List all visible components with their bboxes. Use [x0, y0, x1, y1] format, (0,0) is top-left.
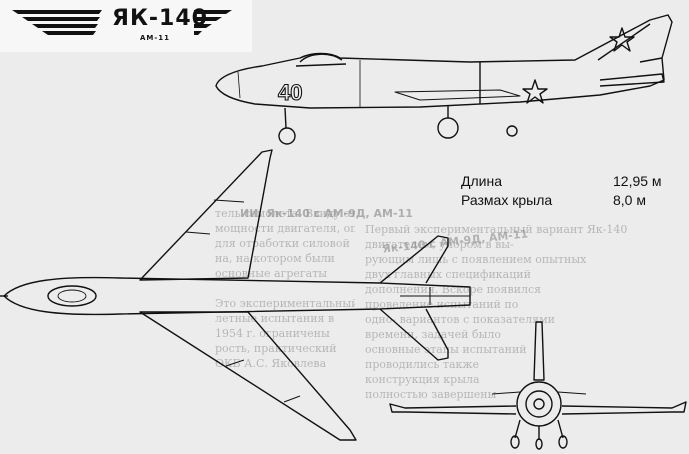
ghost-line: рующим лишь с появлением опытных [365, 253, 587, 266]
ghost-line: дополнения. Вскоре появился [365, 283, 542, 296]
ghost-text-right: Первый экспериментальный вариант Як-140 … [365, 222, 685, 402]
ghost-line: тель самолета. Ввиду отсутствия [215, 207, 355, 220]
spec-label: Длина [461, 173, 502, 189]
plan-view [0, 149, 471, 441]
spec-row-wingspan: Размах крыла 8,0 м [461, 192, 683, 211]
side-number-label: 40 [278, 80, 302, 105]
side-view [215, 14, 673, 145]
ghost-line: основные агрегаты [215, 267, 328, 280]
ghost-line: основные этапы испытаний [365, 343, 527, 356]
ghost-line: рость, практический [215, 342, 337, 355]
logo-subtitle: АМ-11 [140, 34, 171, 42]
ghost-line: Это экспериментальный [215, 297, 355, 310]
ghost-line: для отработки силовой [215, 237, 350, 250]
star-insignia-icon [522, 27, 635, 104]
ghost-line: полностью завершены [365, 388, 497, 401]
ghost-heading-left: ИИ. Як-140 с АМ-9Д, АМ-11 [240, 207, 413, 220]
spec-value: 12,95 м [613, 173, 662, 189]
ghost-line: 1954 г. ограничены [215, 327, 330, 340]
ghost-line: конструкция крыла [365, 373, 480, 386]
logo: ЯК-140 АМ-11 [4, 2, 234, 50]
ghost-line: двух главных спецификаций [365, 268, 531, 281]
ghost-line: Первый экспериментальный вариант Як-140 [365, 223, 628, 236]
front-view [389, 321, 687, 450]
ghost-line: проводились также [365, 358, 480, 371]
ghost-line: на, на котором были [215, 252, 335, 265]
logo-title: ЯК-140 [112, 6, 208, 31]
ghost-line: одно- вариантов с показателями [365, 313, 555, 326]
spec-label: Размах крыла [461, 192, 553, 208]
ghost-line: летные испытания в [215, 312, 335, 325]
ghost-line: двигателем, упором в вы- [365, 238, 514, 251]
ghost-text-left: тель самолета. Ввиду отсутствия мощности… [215, 206, 355, 371]
ghost-line: времени, задачей было [365, 328, 501, 341]
ghost-line: мощности двигателя, опытный [215, 222, 355, 235]
wings-emblem-icon [12, 10, 232, 35]
spec-row-length: Длина 12,95 м [461, 173, 683, 192]
specs-table: Длина 12,95 м Размах крыла 8,0 м [461, 173, 683, 211]
spec-value: 8,0 м [613, 192, 646, 208]
